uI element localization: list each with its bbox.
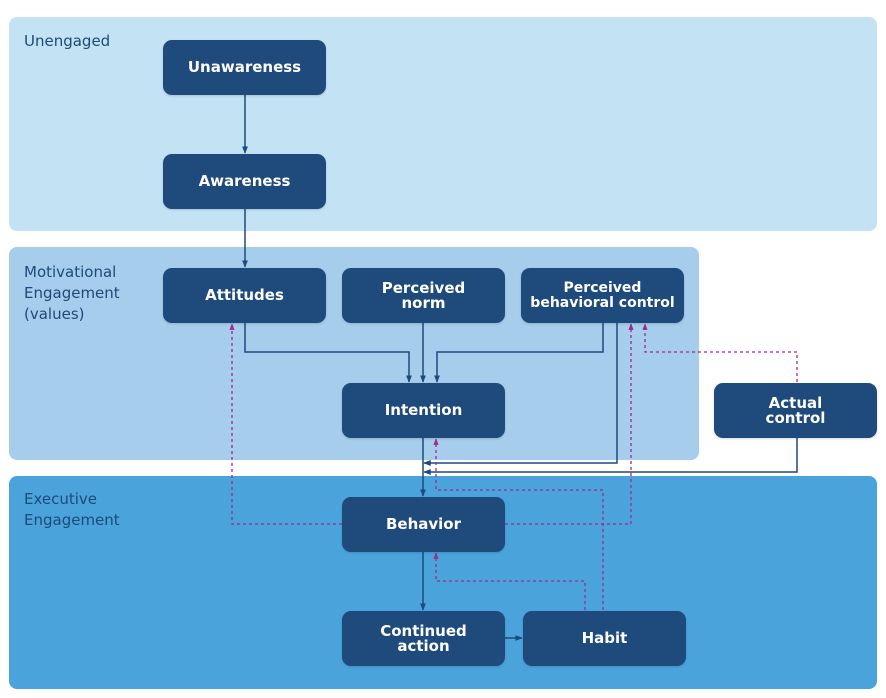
node-unawareness: Unawareness <box>163 40 326 95</box>
node-behavior: Behavior <box>342 497 505 552</box>
node-awareness: Awareness <box>163 154 326 209</box>
node-perceived-behavioral-control: Perceived behavioral control <box>521 268 684 323</box>
node-attitudes: Attitudes <box>163 268 326 323</box>
band-unengaged <box>9 17 877 231</box>
node-actual-control: Actual control <box>714 383 877 438</box>
node-habit: Habit <box>523 611 686 666</box>
band-label-executive: Executive Engagement <box>24 490 120 529</box>
node-intention: Intention <box>342 383 505 438</box>
band-label-motivational: Motivational Engagement (values) <box>24 263 120 323</box>
node-continued-action: Continued action <box>342 611 505 666</box>
band-label-unengaged: Unengaged <box>24 32 111 50</box>
node-perceived-norm: Perceived norm <box>342 268 505 323</box>
